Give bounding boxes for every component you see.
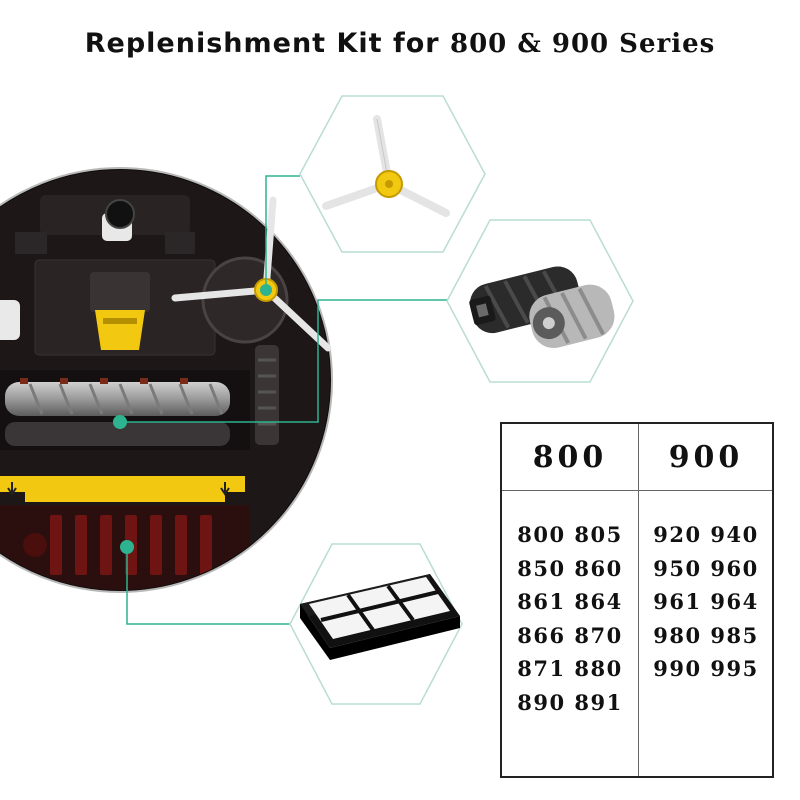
hepa-filter-image xyxy=(300,574,460,660)
models-800-list: 800 805 850 860 861 864 866 870 871 880 … xyxy=(502,518,638,719)
models-900-list: 920 940 950 960 961 964 980 985 990 995 xyxy=(638,518,774,686)
column-header-900: 900 xyxy=(668,440,744,475)
connector-lines xyxy=(120,175,460,625)
model-row: 861 864 xyxy=(517,589,623,614)
connector-dots xyxy=(113,284,272,554)
model-row: 961 964 xyxy=(653,589,759,614)
roller-brushes-image xyxy=(469,266,615,349)
robot-vacuum-image xyxy=(0,167,333,593)
column-header-800: 800 xyxy=(532,440,608,475)
model-row: 850 860 xyxy=(517,555,623,581)
model-row: 871 880 xyxy=(517,656,623,681)
compatibility-table: 800 900 800 805 850 860 861 864 866 870 … xyxy=(500,422,774,778)
model-row: 866 870 xyxy=(517,622,623,648)
model-row: 920 940 xyxy=(653,522,759,547)
model-row: 950 960 xyxy=(653,555,759,581)
column-divider xyxy=(638,424,639,776)
model-row: 800 805 xyxy=(517,522,623,547)
model-row: 890 891 xyxy=(517,689,623,715)
page-title: Replenishment Kit for 800 & 900 Series xyxy=(0,28,800,59)
title-prefix: Replenishment Kit for xyxy=(84,28,440,59)
model-row: 980 985 xyxy=(653,622,759,648)
title-series: 800 & 900 Series xyxy=(450,29,716,59)
model-row: 990 995 xyxy=(653,656,759,681)
header-divider xyxy=(502,490,772,491)
side-brush-image xyxy=(322,115,450,217)
